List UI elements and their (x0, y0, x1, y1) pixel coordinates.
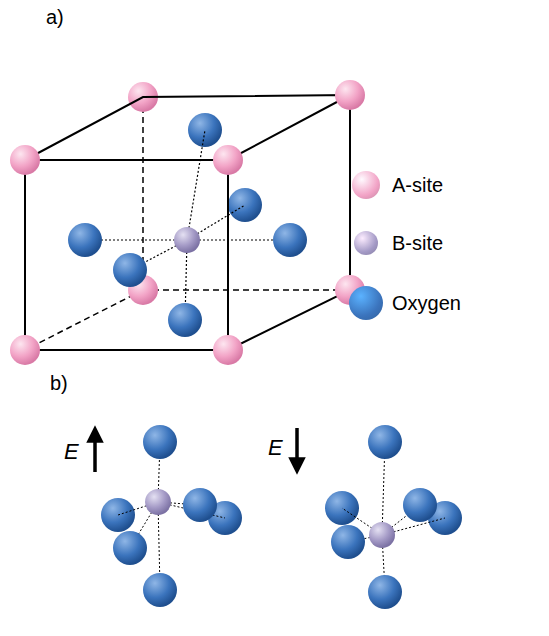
field-arrow (93, 434, 97, 472)
bond-line (85, 130, 290, 320)
oxygen-atom (228, 188, 262, 222)
oxygen-atom (113, 531, 147, 565)
oxygen-atom (168, 303, 202, 337)
b-site-atom (174, 227, 200, 253)
oxygen-atom (331, 525, 365, 559)
bond-line (342, 442, 445, 590)
oxygen-atom (113, 253, 147, 287)
legend-label: B-site (392, 232, 443, 254)
legend-label: Oxygen (392, 292, 461, 314)
panel-label: b) (50, 372, 68, 394)
panel-label: a) (46, 6, 64, 28)
a-site-atom (335, 80, 365, 110)
field-symbol: E (64, 440, 79, 464)
oxygen-atom (68, 223, 102, 257)
oxygen-atom (368, 425, 402, 459)
b-site-atom (145, 489, 171, 515)
field-symbol: E (268, 436, 283, 460)
oxygen-atom (368, 575, 402, 609)
oxygen-atom (143, 425, 177, 459)
a-site-atom (10, 145, 40, 175)
a-site-atom (10, 335, 40, 365)
oxygen-atom (183, 488, 217, 522)
b-site-atom (369, 522, 395, 548)
legend-swatch (352, 171, 380, 199)
oxygen-atom (143, 573, 177, 607)
a-site-atom (213, 145, 243, 175)
oxygen-atom (273, 223, 307, 257)
cube-edge (25, 95, 350, 350)
legend-swatch (354, 231, 378, 255)
oxygen-atom (403, 488, 437, 522)
field-arrow (295, 428, 299, 466)
a-site-atom (213, 335, 243, 365)
bond-line (118, 442, 225, 588)
legend-swatch (349, 286, 383, 320)
oxygen-atom (188, 113, 222, 147)
legend-label: A-site (392, 174, 443, 196)
